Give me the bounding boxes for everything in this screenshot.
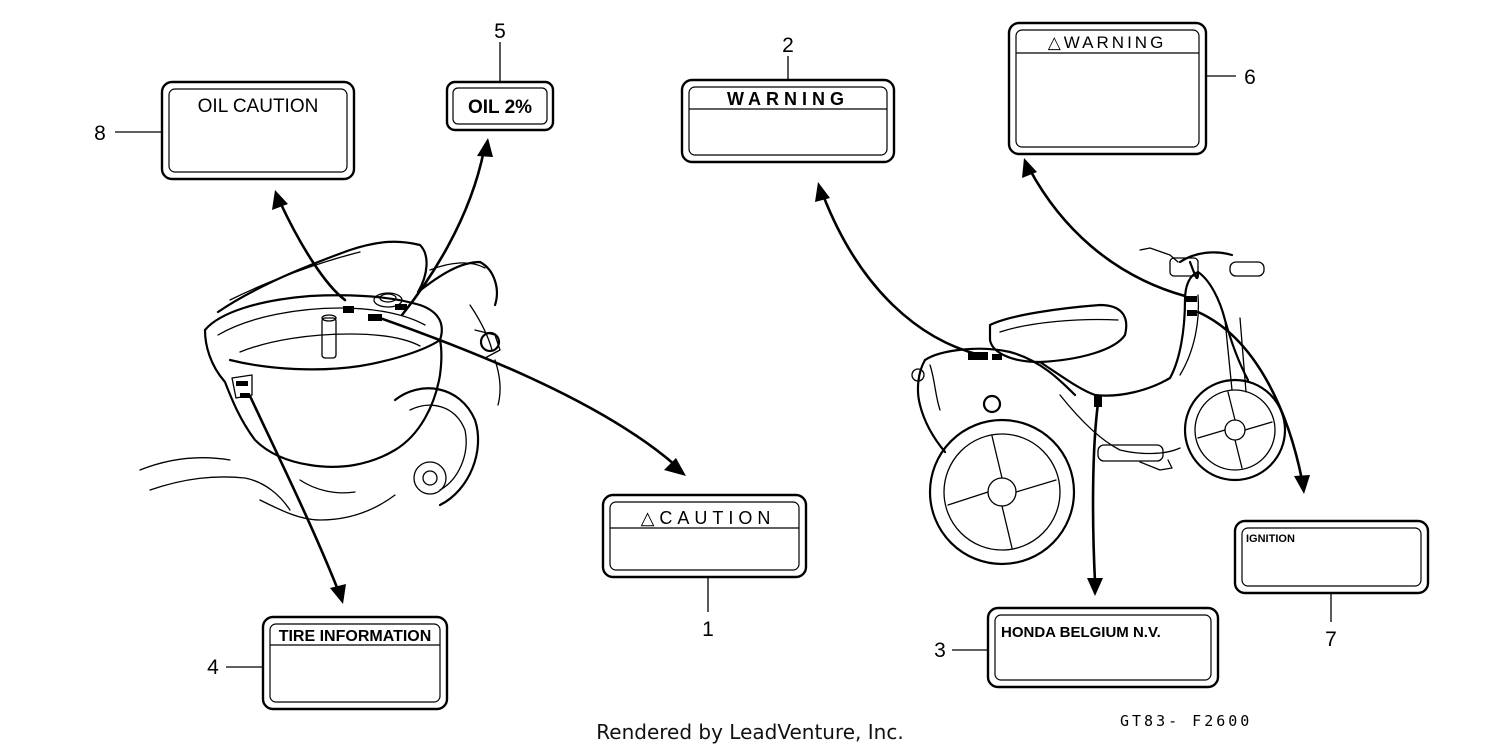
label-ignition: IGNITION <box>1233 519 1430 595</box>
label-caution: △CAUTION <box>601 493 808 579</box>
label-caution-text: △CAUTION <box>641 508 776 528</box>
callout-1: 1 <box>702 577 714 641</box>
callout-8: 8 <box>94 122 162 145</box>
callout-4: 4 <box>207 656 263 679</box>
label-warning-text: WARNING <box>727 89 849 109</box>
callout-number-4: 4 <box>207 656 219 679</box>
label-oil-caution: OIL CAUTION <box>160 80 356 181</box>
callout-number-2: 2 <box>782 34 794 57</box>
label-oil-2-percent: OIL 2% <box>445 80 555 132</box>
label-honda-belgium-text: HONDA BELGIUM N.V. <box>1001 624 1161 641</box>
callout-number-1: 1 <box>702 618 714 641</box>
diagram-code: GT83- F2600 <box>1120 712 1252 730</box>
leader-arrows <box>248 138 1310 604</box>
callout-number-3: 3 <box>934 639 946 662</box>
label-tire-information: TIRE INFORMATION <box>261 615 449 711</box>
label-oil-2-percent-text: OIL 2% <box>468 97 532 118</box>
callout-number-6: 6 <box>1244 66 1256 89</box>
label-warning: WARNING <box>680 78 896 164</box>
callout-number-7: 7 <box>1325 628 1337 651</box>
label-honda-belgium: HONDA BELGIUM N.V. <box>986 606 1220 689</box>
label-warning-triangle: △WARNING <box>1007 21 1208 156</box>
callout-5: 5 <box>494 20 506 82</box>
callout-6: 6 <box>1206 66 1256 89</box>
callout-3: 3 <box>934 639 988 662</box>
callout-number-8: 8 <box>94 122 106 145</box>
label-warning-triangle-text: △WARNING <box>1048 33 1167 52</box>
label-oil-caution-text: OIL CAUTION <box>198 96 319 117</box>
callout-2: 2 <box>782 34 794 80</box>
callout-7: 7 <box>1325 593 1337 651</box>
scooter-full-illustration <box>911 247 1287 566</box>
scooter-rear-illustration <box>139 240 501 521</box>
label-tire-information-text: TIRE INFORMATION <box>279 628 432 645</box>
callout-number-5: 5 <box>494 20 506 43</box>
label-ignition-text: IGNITION <box>1246 533 1295 545</box>
footer-credit: Rendered by LeadVenture, Inc. <box>596 720 903 744</box>
